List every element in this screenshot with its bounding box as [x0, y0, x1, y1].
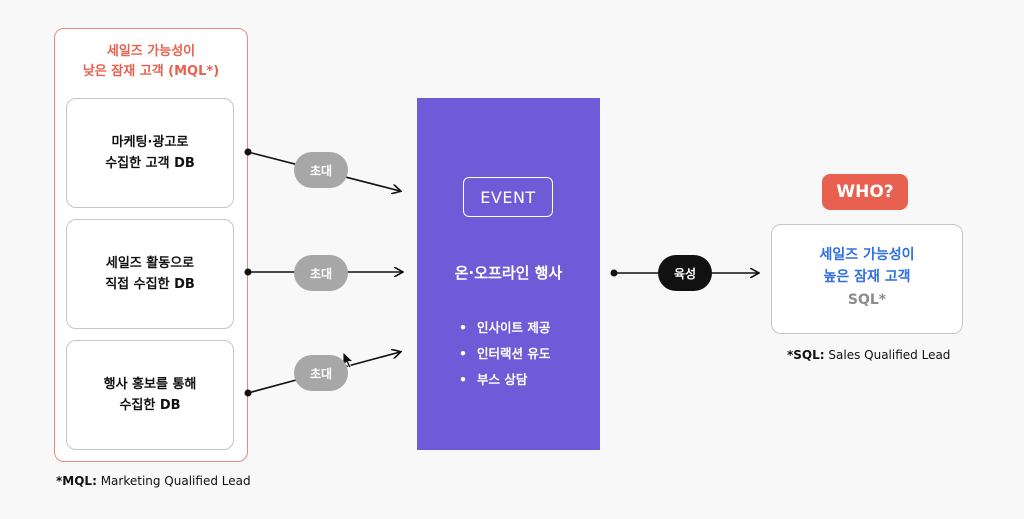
sql-footnote-text: Sales Qualified Lead — [824, 348, 951, 362]
sql-line2: 높은 잠재 고객 — [823, 269, 911, 285]
source-box-sales: 세일즈 활동으로 직접 수집한 DB — [66, 219, 234, 329]
mql-footnote-key: *MQL: — [56, 474, 97, 488]
sql-footnote-key: *SQL: — [787, 348, 825, 362]
event-item: • 부스 상담 — [459, 369, 527, 388]
source-line2: 수집한 DB — [119, 398, 181, 413]
event-item-label: 부스 상담 — [477, 372, 528, 387]
sql-box: 세일즈 가능성이 높은 잠재 고객 SQL* — [771, 224, 963, 334]
nurture-pill: 육성 — [658, 255, 712, 291]
event-panel — [417, 98, 600, 450]
mql-footnote: *MQL: Marketing Qualified Lead — [56, 474, 251, 488]
mql-title-line1: 세일즈 가능성이 — [106, 44, 196, 59]
mql-footnote-text: Marketing Qualified Lead — [96, 474, 251, 488]
source-box-marketing: 마케팅·광고로 수집한 고객 DB — [66, 98, 234, 208]
bullet-icon: • — [459, 372, 467, 387]
event-title: 온·오프라인 행사 — [454, 264, 563, 282]
source-line1: 행사 홍보를 통해 — [103, 377, 197, 392]
event-item-label: 인사이트 제공 — [477, 320, 551, 335]
source-line1: 마케팅·광고로 — [111, 135, 189, 150]
source-line2: 직접 수집한 DB — [105, 277, 195, 292]
mql-title-line2: 낮은 잠재 고객 (MQL*) — [82, 64, 220, 79]
event-item: • 인터랙션 유도 — [459, 343, 550, 362]
bullet-icon: • — [459, 320, 467, 335]
sql-footnote: *SQL: Sales Qualified Lead — [787, 348, 950, 362]
source-box-event-promo: 행사 홍보를 통해 수집한 DB — [66, 340, 234, 450]
event-item: • 인사이트 제공 — [459, 317, 550, 336]
invite-pill-3: 초대 — [294, 355, 348, 391]
source-line2: 수집한 고객 DB — [105, 156, 195, 171]
event-item-label: 인터랙션 유도 — [477, 346, 551, 361]
source-line1: 세일즈 활동으로 — [105, 256, 195, 271]
sql-abbr: SQL* — [847, 292, 887, 308]
sql-line1: 세일즈 가능성이 — [819, 247, 915, 263]
who-badge: WHO? — [822, 174, 908, 210]
invite-pill-2: 초대 — [294, 255, 348, 291]
event-badge: EVENT — [463, 177, 553, 217]
invite-pill-1: 초대 — [294, 152, 348, 188]
bullet-icon: • — [459, 346, 467, 361]
